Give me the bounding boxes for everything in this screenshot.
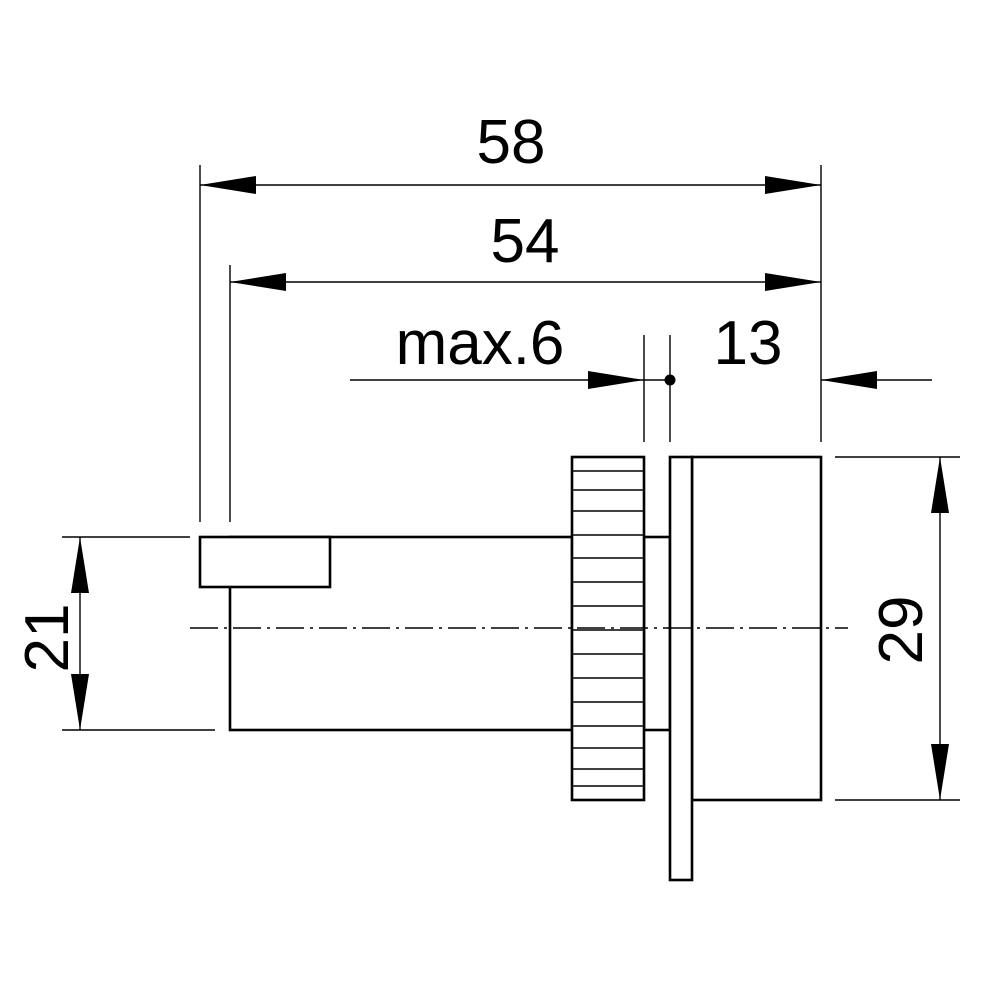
dim-front-height: 29 — [867, 596, 936, 665]
dim-panel-thickness: max.6 — [396, 309, 565, 378]
dim-body-length: 54 — [491, 207, 560, 276]
dim-overall-length: 58 — [477, 108, 546, 177]
dim-front-depth: 13 — [714, 309, 783, 378]
extension-lines — [62, 165, 960, 801]
dimension-lines — [71, 176, 949, 800]
lamp-holder-body — [198, 455, 823, 882]
dim-body-height: 21 — [13, 604, 82, 673]
